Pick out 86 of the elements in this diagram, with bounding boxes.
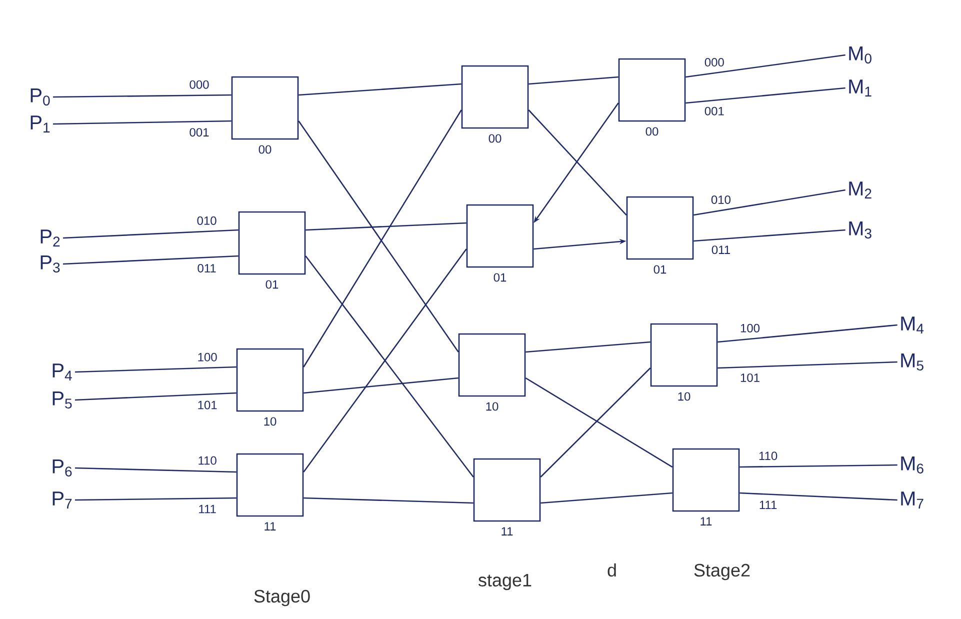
connection-line [686,54,846,78]
output-label: M$_{2}$ [849,182,872,198]
connection-line [74,392,236,401]
switch-box [236,453,304,517]
stage-label: Stage2 [694,564,750,580]
switch-box [672,448,740,512]
connection-line [528,110,627,216]
bit-label: 010 [197,216,216,225]
box-label: 01 [494,273,506,282]
stage-label: Stage0 [254,590,310,606]
output-label: M$_{5}$ [901,354,924,371]
output-label: M$_{6}$ [901,456,924,474]
connection-line [718,324,898,343]
box-label: 00 [646,127,658,136]
connection-line [740,492,898,501]
connection-line [686,87,846,104]
switch-box [626,196,694,260]
input-label: P$_{6}$ [52,460,72,477]
switch-box [461,65,529,129]
switch-box [238,211,306,275]
connection-line [740,464,898,468]
switch-box [618,58,686,122]
bit-label: 010 [711,195,730,204]
box-label: 10 [678,392,690,401]
connection-line [694,229,846,242]
connection-line [525,377,673,468]
bit-label: 100 [198,352,217,362]
connection-line [540,492,672,504]
output-label: M$_{1}$ [849,80,872,96]
box-label: 01 [266,280,278,289]
bit-label: 000 [190,80,209,89]
output-label: M$_{0}$ [849,46,872,64]
box-label: 00 [488,134,502,143]
input-label: P$_{0}$ [30,88,50,106]
connection-line [53,94,232,98]
bit-label: 011 [198,264,216,272]
box-label: 01 [654,265,666,274]
input-label: P$_{4}$ [52,364,72,380]
stage-label: d [608,563,616,577]
bit-label: 111 [760,500,777,510]
bit-label: 111 [199,504,216,514]
input-label: P$_{7}$ [52,492,72,508]
connection-line [306,222,466,231]
connection-line [75,467,236,473]
box-label: 00 [258,145,272,154]
switch-box [458,333,526,397]
connection-line [298,83,462,96]
switch-box [236,348,304,412]
input-label: P$_{2}$ [40,230,60,246]
input-label: P$_{5}$ [52,392,72,409]
connection-line [304,497,474,504]
box-label: 10 [264,417,276,426]
bit-label: 100 [740,324,760,332]
connection-line [75,497,236,501]
switch-box [650,323,718,387]
connection-line [53,120,232,125]
connection-line [540,368,651,478]
bit-label: 000 [704,58,724,66]
bit-label: 101 [740,373,760,382]
output-label: M$_{4}$ [901,316,924,334]
output-label: M$_{7}$ [901,492,924,508]
connection-line [694,189,846,216]
connection-line [528,76,618,85]
connection-line [304,377,458,394]
box-label: 11 [264,522,276,530]
switch-box [466,204,534,268]
stage-label: stage1 [478,574,532,590]
connection-line [62,229,238,239]
connection-line [62,255,238,265]
connection-line [75,366,236,373]
input-label: P$_{3}$ [40,256,60,273]
bit-label: 011 [712,246,730,254]
bit-label: 101 [198,400,217,410]
switch-box [231,76,299,140]
bit-label: 110 [759,452,778,460]
box-label: 11 [502,527,513,536]
connection-line [718,361,898,369]
switch-box [473,458,541,522]
bit-label: 110 [198,456,216,465]
connection-line [526,341,650,353]
box-label: 10 [486,402,498,411]
box-label: 11 [700,517,712,526]
input-label: P$_{1}$ [30,116,50,132]
bit-label: 001 [704,106,724,116]
output-label: M$_{3}$ [849,222,872,239]
bit-label: 001 [190,128,209,137]
